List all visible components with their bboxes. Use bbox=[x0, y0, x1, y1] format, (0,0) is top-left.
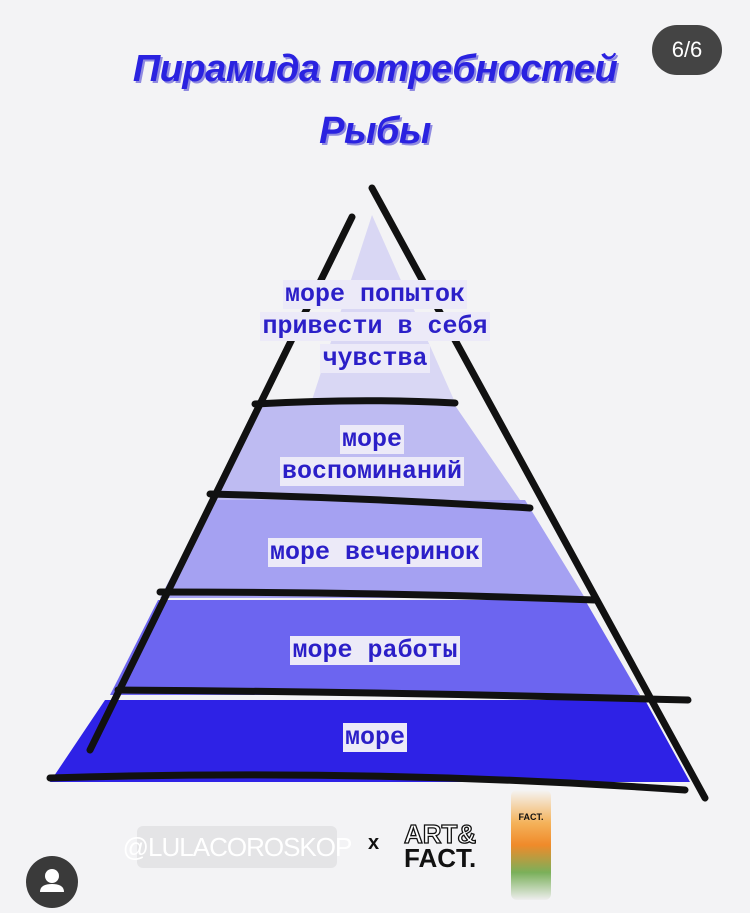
label-line: море bbox=[342, 723, 407, 752]
label-line: чувства bbox=[320, 344, 430, 373]
product-tube-image: FACT. bbox=[511, 790, 551, 900]
author-handle: @LULACOROSKOP bbox=[123, 826, 352, 868]
title-line-1: Пирамида потребностей bbox=[132, 48, 618, 90]
profile-avatar-button[interactable] bbox=[26, 856, 78, 908]
brand-logo: ART& FACT. bbox=[403, 819, 477, 873]
level-3-label: море вечеринок bbox=[0, 537, 750, 569]
level-5-label: море попыток привести в себя чувства bbox=[0, 279, 750, 375]
user-icon bbox=[40, 869, 64, 892]
level-2-label: море работы bbox=[0, 635, 750, 667]
label-line: море bbox=[339, 425, 404, 454]
level-4-label: море воспоминаний bbox=[0, 424, 747, 488]
title-line-2: Рыбы bbox=[319, 110, 431, 152]
brand-line-2: FACT. bbox=[404, 843, 477, 873]
label-line: море работы bbox=[290, 636, 460, 665]
tube-label: FACT. bbox=[518, 812, 544, 822]
story-counter: 6/6 bbox=[652, 25, 722, 75]
collab-x: x bbox=[368, 832, 380, 854]
label-line: привести в себя bbox=[260, 312, 490, 341]
label-line: воспоминаний bbox=[279, 457, 465, 486]
level-1-label: море bbox=[0, 722, 750, 754]
label-line: море попыток bbox=[282, 280, 468, 309]
label-line: море вечеринок bbox=[267, 538, 483, 567]
brand-line-1: ART& bbox=[403, 819, 477, 849]
